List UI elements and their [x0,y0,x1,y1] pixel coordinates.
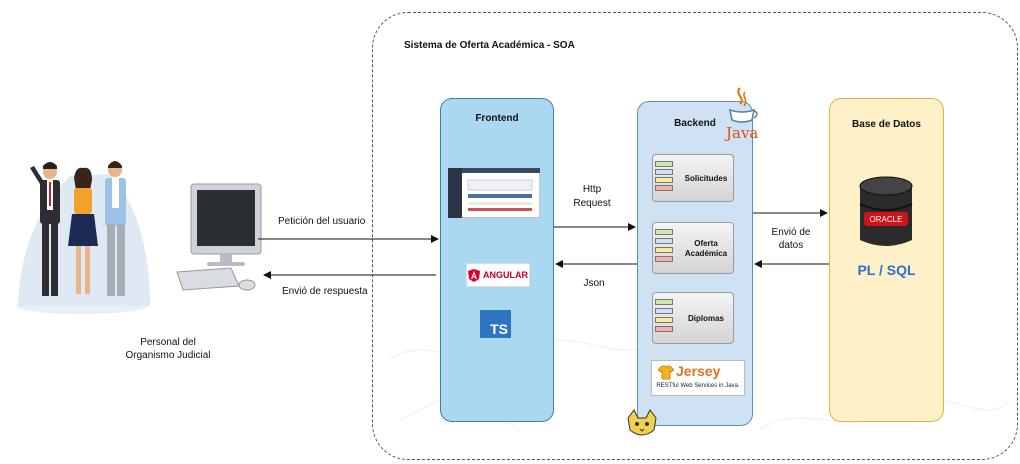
typescript-logo: TS [480,310,511,338]
json-label: Json [583,278,605,289]
app-screenshot-thumbnail [448,168,540,218]
angular-shield-icon [468,268,480,282]
angular-logo: ANGULAR [466,263,530,287]
http-label-line1: Http [582,184,602,195]
oracle-label: ORACLE [869,215,903,224]
service-tab-red [655,256,673,262]
database-title: Base de Datos [852,119,921,130]
java-logo: Java [724,86,760,148]
frontend-title: Frontend [475,113,519,124]
service-tab-yellow [655,317,673,323]
service-tab-red [655,326,673,332]
system-boundary [372,12,1018,460]
jersey-logo: Jersey RESTful Web Services in Java. [651,360,745,396]
jersey-shirt-icon [658,365,674,380]
service-solicitudes: Solicitudes [652,154,734,202]
service-tab-red [655,185,673,191]
java-cup-icon [729,87,758,123]
service-label-line1: Oferta [694,239,718,248]
service-tab-blue [655,238,673,244]
typescript-label: TS [490,321,508,337]
http-label-line2: Request [573,198,611,209]
service-label: Diplomas [687,314,724,323]
service-tab-blue [655,308,673,314]
database-cylinder-icon [859,176,913,246]
computer-icon [176,183,262,291]
service-diplomas: Diplomas [652,292,734,344]
system-title: Sistema de Oferta Académica - SOA [404,40,575,51]
frontend-panel: Frontend [440,98,554,422]
service-tab-yellow [655,177,673,183]
db-label-line2: datos [778,240,804,251]
database-panel: Base de Datos [829,98,944,422]
service-tab-yellow [655,247,673,253]
jersey-subtitle: RESTful Web Services in Java. [656,383,740,389]
response-label: Envió de respuesta [282,286,368,297]
java-label: Java [726,124,759,142]
service-label: Solicitudes [684,174,728,183]
backend-title: Backend [674,118,716,129]
angular-label: ANGULAR [483,270,528,280]
actor-label-line2: Organismo Judicial [125,350,211,361]
service-oferta-academica: Oferta Académica [652,222,734,274]
service-label-line2: Académica [684,249,728,258]
request-label: Petición del usuario [278,216,366,227]
service-tab-green [655,161,673,167]
tomcat-icon [627,409,657,436]
service-tab-green [655,299,673,305]
service-tab-green [655,229,673,235]
db-label-line1: Envió de [771,227,811,238]
actor-label-line1: Personal del [140,337,196,348]
service-tab-blue [655,169,673,175]
people-illustration [16,161,150,314]
plsql-label: PL / SQL [857,262,916,278]
jersey-label: Jersey [676,363,721,379]
